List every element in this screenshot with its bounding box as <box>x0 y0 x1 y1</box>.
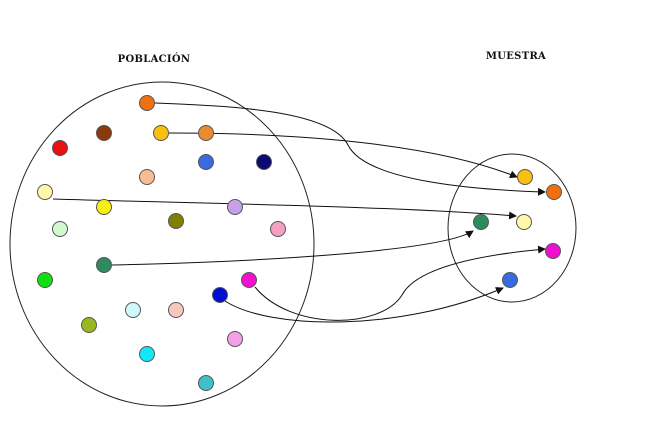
population-dot-orchid <box>227 331 243 347</box>
arrow-pale-yellow-to-s-pale-yellow <box>52 198 517 220</box>
population-dot-teal <box>198 375 214 391</box>
population-dot-olive <box>168 213 184 229</box>
arrow-sea-green-to-s-sea-green <box>111 230 474 266</box>
population-dot-orange-top <box>139 95 155 111</box>
population-dot-blue <box>212 287 228 303</box>
sample-dot-s-gold <box>517 169 533 185</box>
population-dot-lavender <box>227 199 243 215</box>
population-dot-mint <box>52 221 68 237</box>
population-dot-magenta <box>241 272 257 288</box>
arrow-blue-to-s-blue <box>224 287 504 323</box>
population-dot-red <box>52 140 68 156</box>
arrow-magenta-to-s-magenta <box>254 245 546 321</box>
population-dot-pale-yellow <box>37 184 53 200</box>
sample-dot-s-sea-green <box>473 214 489 230</box>
sample-dot-s-orange <box>546 184 562 200</box>
sample-dot-s-blue <box>502 272 518 288</box>
sample-dot-s-magenta <box>545 243 561 259</box>
population-dot-rose <box>168 302 184 318</box>
arrow-group <box>52 102 546 323</box>
population-ellipse <box>9 81 315 407</box>
population-dot-peach <box>139 169 155 185</box>
sample-dot-s-pale-yellow <box>516 214 532 230</box>
arrow-orange-top-to-s-orange <box>154 102 546 196</box>
population-dot-pink <box>270 221 286 237</box>
population-dot-pale-cyan <box>125 302 141 318</box>
dot-group <box>37 95 562 391</box>
population-dot-gold <box>153 125 169 141</box>
population-dot-sea-green <box>96 257 112 273</box>
population-dot-royal-blue <box>198 154 214 170</box>
population-dot-brown <box>96 125 112 141</box>
sample-ellipse <box>447 153 577 303</box>
population-dot-green <box>37 272 53 288</box>
sample-label: MUESTRA <box>486 51 546 62</box>
population-dot-navy <box>256 154 272 170</box>
population-dot-yellow <box>96 199 112 215</box>
arrow-gold-to-s-gold <box>168 132 518 179</box>
population-label: POBLACIÓN <box>118 53 191 65</box>
population-dot-cyan <box>139 346 155 362</box>
population-dot-yellow-green <box>81 317 97 333</box>
population-dot-orange-2 <box>198 125 214 141</box>
